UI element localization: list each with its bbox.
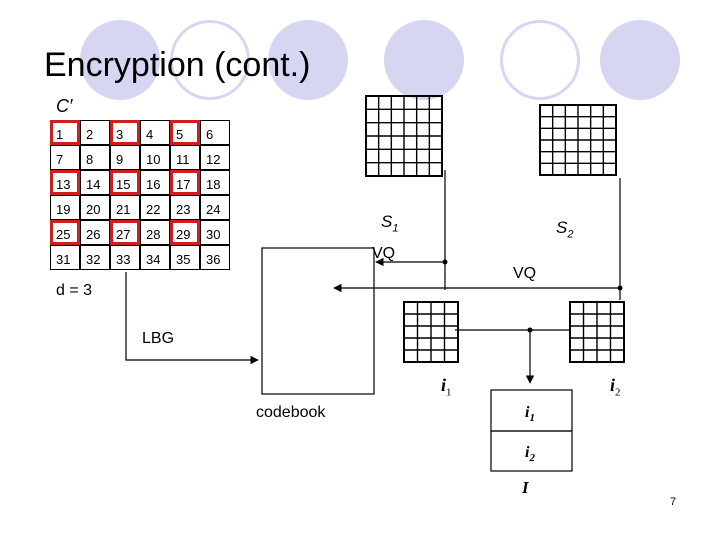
vq1-label: VQ xyxy=(372,245,396,262)
matrix-cell: 33 xyxy=(110,245,140,270)
matrix-cell: 36 xyxy=(200,245,230,270)
decor-circle-2 xyxy=(170,20,250,100)
matrix-cell: 25 xyxy=(50,220,80,245)
lbg-arrow xyxy=(125,272,259,365)
slide-title: Encryption (cont.) xyxy=(44,46,311,84)
s2-grid xyxy=(539,104,617,176)
matrix-cell: 29 xyxy=(170,220,200,245)
decor-circle-5 xyxy=(500,20,580,100)
matrix-cell: 32 xyxy=(80,245,110,270)
d-label: d = 3 xyxy=(56,282,93,299)
matrix-cell: 5 xyxy=(170,120,200,145)
matrix-cell: 12 xyxy=(200,145,230,170)
matrix-cell: 34 xyxy=(140,245,170,270)
matrix-cell: 9 xyxy=(110,145,140,170)
decor-circle-6 xyxy=(600,20,680,100)
box-i2-label: i2 xyxy=(525,444,535,465)
s1-label: S1 xyxy=(381,212,399,235)
matrix-cell: 15 xyxy=(110,170,140,195)
matrix-cell: 2 xyxy=(80,120,110,145)
index-box-2 xyxy=(490,430,573,472)
matrix-cell: 11 xyxy=(170,145,200,170)
matrix-cell: 24 xyxy=(200,195,230,220)
decor-circle-3 xyxy=(268,20,348,100)
matrix-cell: 14 xyxy=(80,170,110,195)
matrix-cell: 28 xyxy=(140,220,170,245)
box-i1-label: i1 xyxy=(525,404,535,425)
matrix-label: C′ xyxy=(56,96,73,116)
matrix-cell: 35 xyxy=(170,245,200,270)
matrix-cell: 26 xyxy=(80,220,110,245)
matrix-cell: 23 xyxy=(170,195,200,220)
matrix-cell: 10 xyxy=(140,145,170,170)
i1-label: i1 xyxy=(441,375,452,399)
matrix-cell: 27 xyxy=(110,220,140,245)
codebook-box xyxy=(261,247,375,395)
matrix-cell: 19 xyxy=(50,195,80,220)
vq2-label: VQ xyxy=(513,265,537,282)
matrix-cell: 22 xyxy=(140,195,170,220)
page-number: 7 xyxy=(670,496,677,508)
i2-grid xyxy=(569,301,625,363)
matrix-cell: 13 xyxy=(50,170,80,195)
matrix-cell: 3 xyxy=(110,120,140,145)
matrix-cell: 21 xyxy=(110,195,140,220)
codebook-label: codebook xyxy=(256,404,326,421)
decor-circle-4 xyxy=(384,20,464,100)
matrix-cell: 20 xyxy=(80,195,110,220)
matrix-cell: 18 xyxy=(200,170,230,195)
i2-label: i2 xyxy=(610,375,621,399)
matrix-cell: 6 xyxy=(200,120,230,145)
matrix-cell: 16 xyxy=(140,170,170,195)
matrix-cell: 8 xyxy=(80,145,110,170)
matrix-cell: 7 xyxy=(50,145,80,170)
lbg-label: LBG xyxy=(142,330,175,347)
i1-grid xyxy=(403,301,459,363)
decor-circle-1 xyxy=(80,20,160,100)
s2-label: S2 xyxy=(556,218,574,241)
matrix-cell: 4 xyxy=(140,120,170,145)
matrix-cell: 1 xyxy=(50,120,80,145)
matrix-cell: 31 xyxy=(50,245,80,270)
matrix-cell: 17 xyxy=(170,170,200,195)
matrix-cell: 30 xyxy=(200,220,230,245)
I-label: I xyxy=(522,478,529,497)
s1-grid xyxy=(365,95,443,177)
